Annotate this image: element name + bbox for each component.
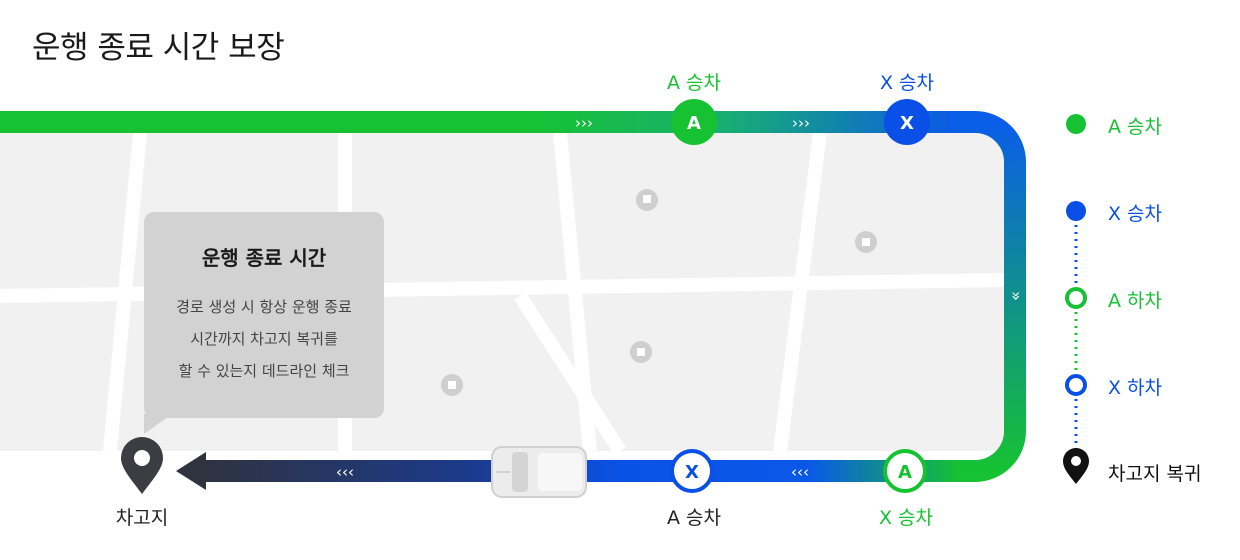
vehicle-icon [491, 446, 587, 498]
route-top [0, 111, 960, 133]
label-top-x-pickup: X 승차 [879, 72, 935, 94]
legend-label-a-dropoff: A 하차 [1108, 290, 1162, 312]
legend-marker-a-pickup [1066, 114, 1086, 134]
forward-arrows: ››› [575, 114, 593, 132]
legend-marker-a-dropoff [1065, 287, 1087, 309]
node-top-x: X [884, 99, 930, 145]
label-bottom-x-pickup: X 승차 [878, 507, 934, 529]
label-bottom-a-pickup: A 승차 [667, 507, 721, 529]
svg-text:A: A [898, 462, 912, 483]
back-arrows: ‹‹‹ [791, 463, 809, 481]
node-top-a: A [671, 99, 717, 145]
card-title: 운행 종료 시간 [201, 246, 327, 270]
svg-text:A: A [687, 113, 701, 134]
garage-pin-icon [121, 437, 163, 494]
card-line: 경로 생성 시 항상 운행 종료 [176, 298, 352, 316]
label-top-a-pickup: A 승차 [667, 72, 721, 94]
card-body: 경로 생성 시 항상 운행 종료 시간까지 차고지 복귀를 할 수 있는지 데드… [144, 291, 384, 387]
card-tail [144, 414, 172, 434]
node-bottom-a: A [883, 449, 927, 493]
svg-text:X: X [900, 113, 914, 134]
legend-label-a-pickup: A 승차 [1108, 116, 1162, 138]
node-bottom-x: X [670, 449, 714, 493]
card-line: 할 수 있는지 데드라인 체크 [178, 362, 350, 380]
info-card: 운행 종료 시간 경로 생성 시 항상 운행 종료 시간까지 차고지 복귀를 할… [144, 212, 384, 418]
legend-marker-x-pickup [1066, 201, 1086, 221]
svg-text:X: X [685, 462, 699, 483]
legend-marker-x-dropoff [1065, 374, 1087, 396]
legend-label-garage-return: 차고지 복귀 [1108, 463, 1202, 485]
down-arrows: » [1007, 291, 1026, 301]
route-right [950, 111, 1026, 482]
legend-label-x-pickup: X 승차 [1108, 203, 1163, 225]
forward-arrows: ››› [792, 114, 810, 132]
legend-label-x-dropoff: X 하차 [1108, 377, 1163, 399]
card-line: 시간까지 차고지 복귀를 [190, 330, 338, 348]
page-title: 운행 종료 시간 보장 [32, 30, 285, 66]
back-arrows: ‹‹‹ [336, 463, 354, 481]
label-garage: 차고지 [115, 507, 169, 529]
legend-pin-icon [1063, 448, 1089, 484]
route-end-arrowhead [176, 452, 206, 490]
